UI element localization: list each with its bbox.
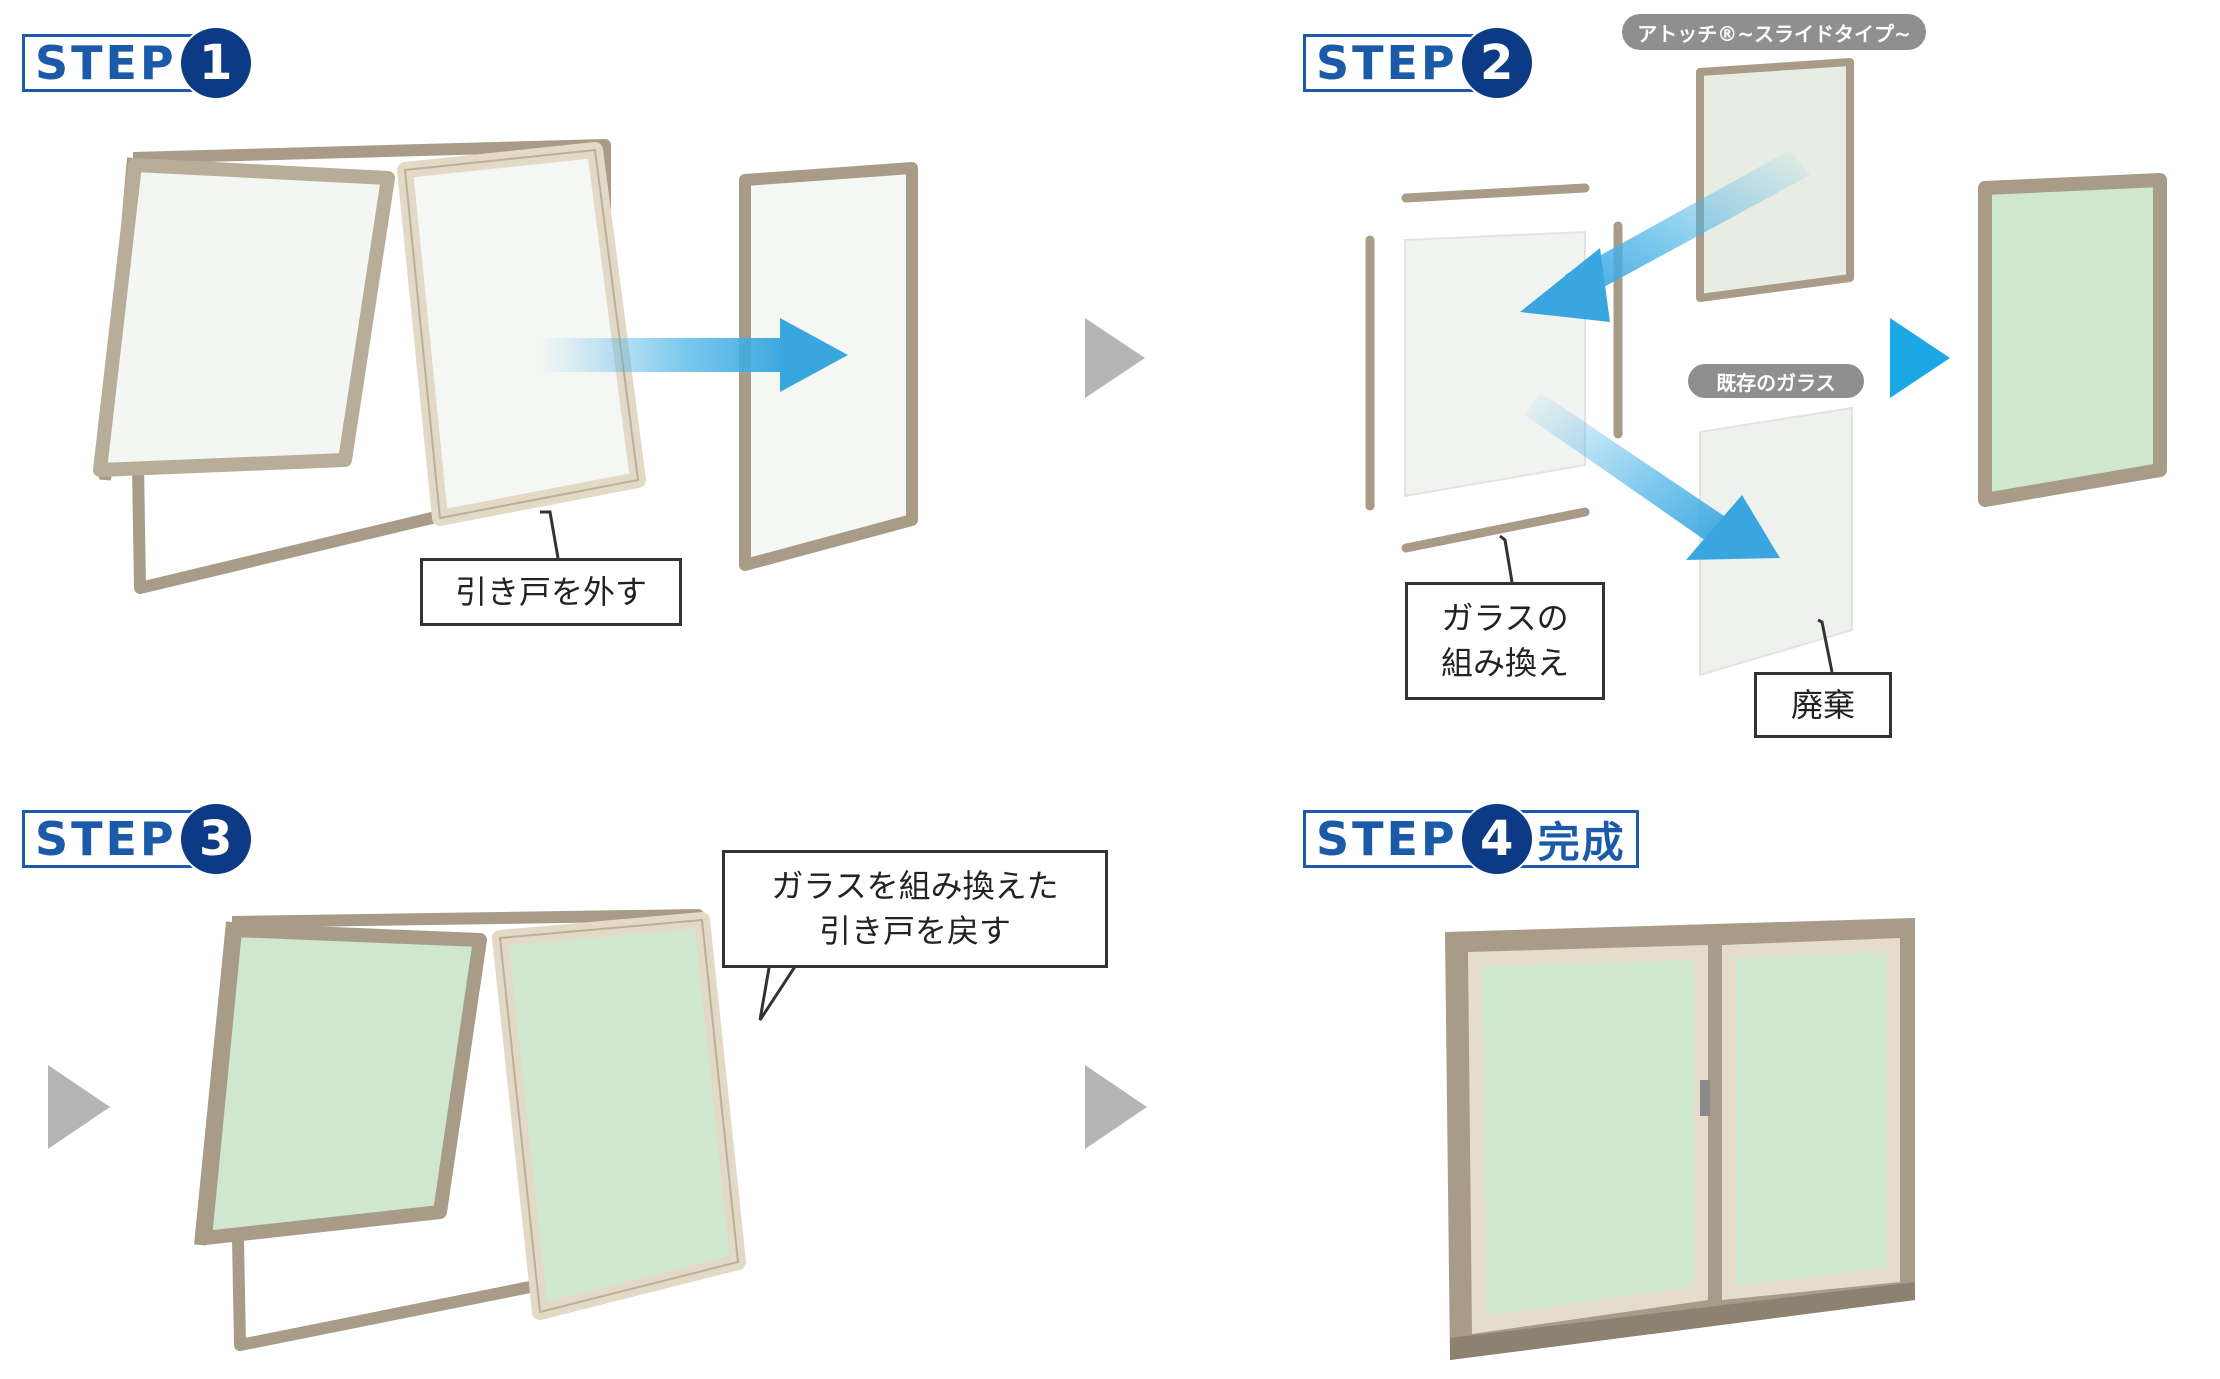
step-2-number: 2: [1461, 28, 1532, 98]
next-arrow-3: [1085, 1065, 1147, 1149]
result-arrow: [1890, 318, 1950, 398]
step-1-number: 1: [180, 28, 251, 98]
existing-glass-tag: 既存のガラス: [1688, 364, 1864, 398]
step-4-word: STEP: [1316, 812, 1458, 866]
next-arrow-1: [1085, 318, 1145, 398]
return-door-line2: 引き戸を戻す: [818, 912, 1011, 950]
return-door-line1: ガラスを組み換えた: [771, 867, 1059, 906]
window-handle: [1700, 1080, 1710, 1116]
dispose-callout: 廃棄: [1754, 672, 1892, 738]
remove-door-label: 引き戸を外す: [454, 572, 647, 611]
dispose-label: 廃棄: [1790, 685, 1855, 724]
reassemble-pointer: [1499, 534, 1514, 583]
step-3-word: STEP: [35, 812, 177, 866]
remove-door-pointer: [540, 510, 560, 559]
glass-panel-center: [1404, 230, 1586, 498]
prev-arrow-3: [48, 1065, 110, 1149]
remove-arrow: [540, 318, 848, 392]
left-sash: [93, 158, 395, 477]
step-3-illustration: [194, 909, 801, 1351]
product-tag-label: アトッチ®~スライドタイプ~: [1637, 21, 1911, 46]
step-2-badge: STEP 2: [1303, 28, 1532, 98]
right-sliding-door: [397, 142, 646, 526]
remove-door-callout: 引き戸を外す: [420, 558, 682, 626]
step-3-badge: STEP 3: [22, 804, 251, 874]
left-sash-3: [198, 923, 487, 1245]
step-1-illustration: [93, 139, 918, 594]
step-2-illustration: [1365, 58, 2167, 677]
return-door-callout: ガラスを組み換えた 引き戸を戻す: [722, 850, 1108, 968]
product-tag: アトッチ®~スライドタイプ~: [1622, 14, 1926, 50]
removed-door: [739, 162, 918, 571]
returned-sliding-door: [492, 912, 746, 1320]
exploded-frame-pieces: [1365, 183, 1623, 553]
return-door-pointer: [758, 960, 801, 1021]
assembled-door: [1978, 173, 2167, 507]
discard-arrow: [1525, 392, 1780, 560]
reassemble-glass-line1: ガラスの: [1441, 599, 1569, 638]
step-3-number: 3: [180, 804, 251, 874]
dispose-pointer: [1817, 618, 1834, 673]
existing-glass-tag-label: 既存のガラス: [1716, 370, 1836, 395]
reassemble-glass-callout: ガラスの 組み換え: [1405, 582, 1605, 700]
reassemble-glass-line2: 組み換え: [1440, 644, 1569, 682]
step-4-illustration: [1445, 918, 1915, 1360]
existing-glass-panel: [1699, 406, 1853, 677]
step-4-number: 4: [1461, 804, 1532, 874]
step-1-badge: STEP 1: [22, 28, 251, 98]
step-2-word: STEP: [1316, 36, 1458, 90]
insert-arrow: [1520, 150, 1810, 322]
step-1-word: STEP: [35, 36, 177, 90]
step-4-complete-label: 完成: [1537, 817, 1626, 867]
step-4-badge: STEP 4 完成: [1303, 804, 1639, 874]
